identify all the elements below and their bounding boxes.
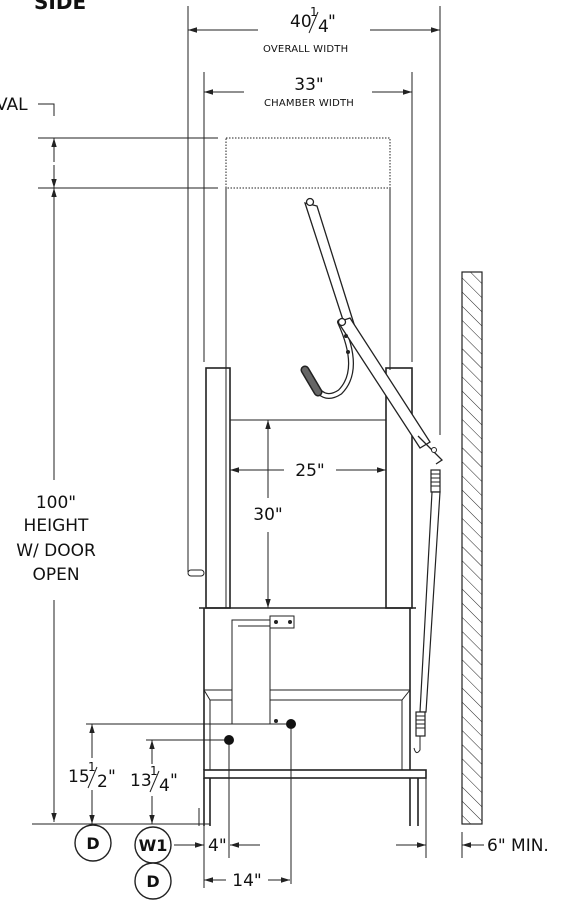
drain-point <box>286 719 296 729</box>
inlet-offset-value: 4" <box>208 836 227 856</box>
tag-code: D <box>86 834 99 853</box>
water-height-dimension: 13 1 4 " <box>130 739 226 824</box>
hood-lift-linkage <box>300 197 444 754</box>
wall-hatching <box>461 271 483 825</box>
wall-clearance-value: 6" MIN. <box>487 836 549 856</box>
wall-clearance-dimension: 6" MIN. <box>396 808 549 858</box>
drain-height-den: 2 <box>97 772 108 792</box>
water-inlet-point <box>224 735 234 745</box>
chamber-width-value: 33" <box>294 75 323 95</box>
water-height-den: 4 <box>159 776 170 796</box>
height-line-4: OPEN <box>32 565 79 585</box>
overall-width-den: 4 <box>318 17 329 37</box>
height-dimension: 100" HEIGHT W/ DOOR OPEN <box>16 137 218 822</box>
opening-height-value: 30" <box>253 505 282 525</box>
drain-offset-value: 14" <box>232 871 261 891</box>
view-title: SIDE <box>34 0 86 14</box>
tag-code: W1 <box>139 836 168 855</box>
connection-tag-drain: D <box>134 862 172 900</box>
drain-height-unit: " <box>108 767 116 787</box>
overall-width-num: 1 <box>310 5 318 19</box>
opening-height-dimension: 30" <box>253 420 283 608</box>
drain-height-num: 1 <box>88 760 96 774</box>
partial-leader-line <box>38 103 55 116</box>
inlet-offset-dimension: 4" <box>174 836 260 856</box>
drain-height-dimension: 15 1 2 " <box>68 723 290 824</box>
chamber-width-caption: CHAMBER WIDTH <box>264 98 354 109</box>
opening-width-value: 25" <box>295 461 324 481</box>
water-height-unit: " <box>170 771 178 791</box>
overall-width-dimension: 40 1 4 " OVERALL WIDTH <box>188 5 440 55</box>
height-line-2: HEIGHT <box>24 516 89 536</box>
partial-left-label: VAL <box>0 95 28 115</box>
overall-width-whole: 40 <box>290 12 312 32</box>
water-height-whole: 13 <box>130 771 152 791</box>
machine-outline <box>187 6 441 826</box>
height-line-1: 100" <box>36 493 76 513</box>
drain-offset-dimension: 14" <box>203 826 290 891</box>
connection-tag-water: W1 <box>134 826 172 864</box>
tag-code: D <box>146 872 159 891</box>
water-height-num: 1 <box>150 764 158 778</box>
opening-width-dimension: 25" <box>230 461 386 481</box>
drain-height-whole: 15 <box>68 767 90 787</box>
chamber-width-dimension: 33" CHAMBER WIDTH <box>204 75 412 109</box>
overall-width-unit: " <box>328 12 336 32</box>
height-line-3: W/ DOOR <box>16 541 96 561</box>
connection-tag-drain-floor: D <box>74 824 112 862</box>
overall-width-caption: OVERALL WIDTH <box>263 44 348 55</box>
